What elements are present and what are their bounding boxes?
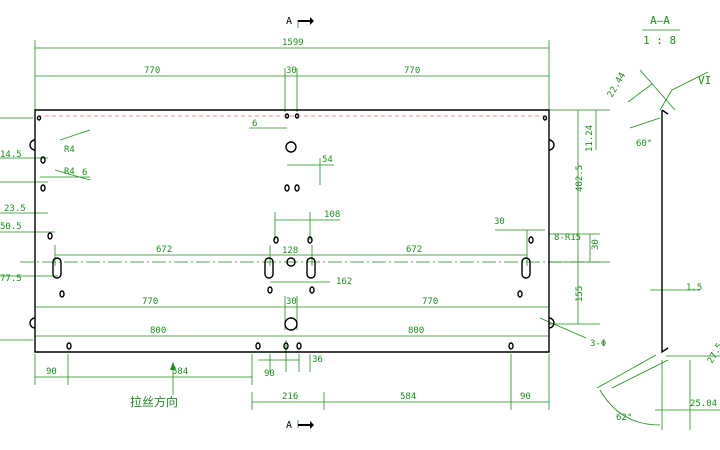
section-marker-top: A bbox=[286, 16, 292, 27]
dim-low-left: 800 bbox=[150, 326, 166, 336]
dim-d54: 54 bbox=[322, 155, 333, 165]
dim-v30: 30 bbox=[591, 239, 601, 250]
dim-d30-right: 30 bbox=[494, 217, 505, 227]
dim-d6b: 6 bbox=[82, 168, 87, 178]
dim-d672-right: 672 bbox=[406, 245, 422, 255]
dim-top-mid: 30 bbox=[286, 66, 297, 76]
dim-side1-5: 1.5 bbox=[686, 283, 702, 293]
dim-low-right: 800 bbox=[408, 326, 424, 336]
view-title: A—A bbox=[650, 14, 670, 27]
dim-v11-24: 11.24 bbox=[585, 125, 595, 152]
dim-v155: 155 bbox=[575, 286, 585, 302]
dim-b90-right: 90 bbox=[520, 392, 531, 402]
dim-d128: 128 bbox=[282, 246, 298, 256]
dim-angle60: 60° bbox=[636, 139, 652, 149]
dim-b584-left: 584 bbox=[172, 367, 188, 377]
dim-overall: 1599 bbox=[282, 38, 304, 48]
dimension-lines bbox=[0, 20, 720, 430]
grain-direction-label: 拉丝方向 bbox=[130, 394, 178, 409]
section-arrow-bottom bbox=[298, 421, 314, 429]
dim-b216: 216 bbox=[282, 392, 298, 402]
dim-mid-left: 770 bbox=[142, 297, 158, 307]
dim-v22-44: 22.44 bbox=[606, 71, 628, 99]
side-view bbox=[661, 109, 669, 354]
dim-d14-5: 14.5 bbox=[0, 150, 22, 160]
dim-d77-5: 77.5 bbox=[0, 274, 22, 284]
dim-d108: 108 bbox=[324, 210, 340, 220]
dim-d23-5: 23.5 bbox=[4, 204, 26, 214]
detail-label: VI bbox=[698, 74, 711, 87]
dim-side27: 27.5 bbox=[706, 342, 720, 366]
dim-b90-left: 90 bbox=[46, 367, 57, 377]
dim-d162: 162 bbox=[336, 277, 352, 287]
dim-b584-right: 584 bbox=[400, 392, 416, 402]
dim-mid-right: 770 bbox=[422, 297, 438, 307]
dim-r4b: R4 bbox=[64, 167, 75, 177]
dim-angle62: 62° bbox=[616, 413, 632, 423]
dim-b36: 36 bbox=[312, 355, 323, 365]
view-scale: 1 : 8 bbox=[643, 34, 676, 47]
dim-side25-04: 25.04 bbox=[690, 399, 717, 409]
dim-r15: 8-R15 bbox=[554, 233, 581, 243]
dim-d672-left: 672 bbox=[156, 245, 172, 255]
dim-holes: 3-Φ bbox=[590, 339, 606, 349]
grain-arrow-head bbox=[170, 362, 176, 370]
dim-r4a: R4 bbox=[64, 145, 75, 155]
plate-outline bbox=[29, 109, 555, 353]
dim-top-right: 770 bbox=[404, 66, 420, 76]
dim-mid-30: 30 bbox=[286, 297, 297, 307]
dim-top-left: 770 bbox=[144, 66, 160, 76]
dim-d50-5: 50.5 bbox=[0, 222, 22, 232]
dim-d6a: 6 bbox=[252, 119, 257, 129]
dim-b90-mid: 90 bbox=[264, 369, 275, 379]
dim-v482-5: 482.5 bbox=[575, 165, 585, 192]
section-arrow-top bbox=[298, 17, 314, 25]
section-marker-bottom: A bbox=[286, 420, 292, 431]
